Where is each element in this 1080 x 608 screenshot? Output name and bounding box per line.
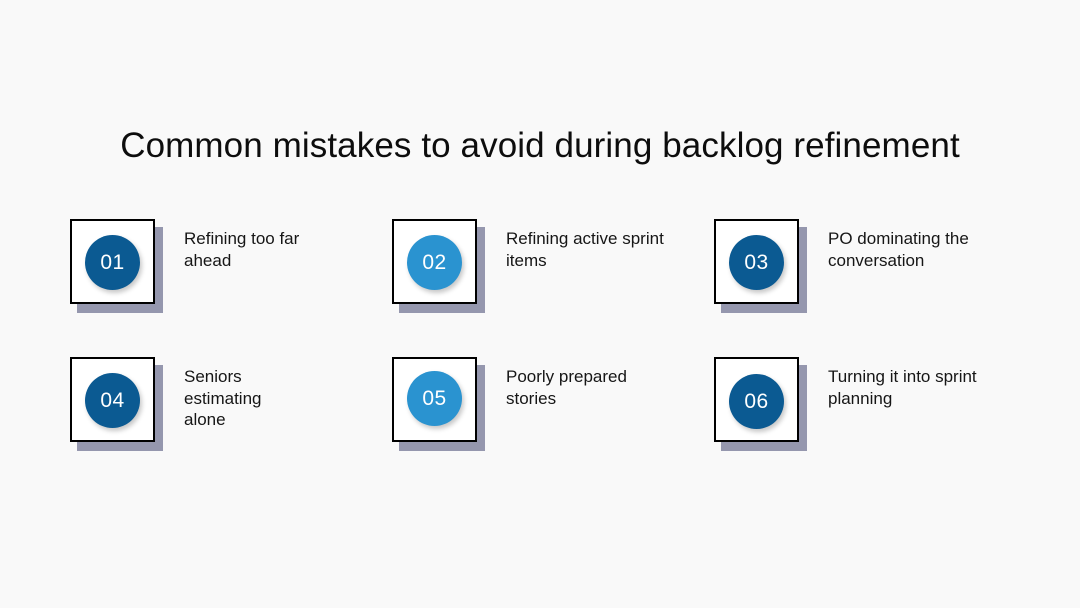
item-label: PO dominating the conversation (828, 229, 969, 270)
number-circle: 06 (729, 374, 784, 429)
number-box: 02 (392, 219, 477, 304)
item-label: Turning it into sprint planning (828, 367, 977, 408)
mistake-item-05: 05 Poorly prepared stories (392, 357, 702, 457)
item-number: 06 (744, 389, 769, 413)
number-badge-box: 02 (392, 219, 486, 313)
item-number: 04 (100, 388, 125, 412)
number-box: 06 (714, 357, 799, 442)
number-circle: 03 (729, 235, 784, 290)
item-label: Refining active sprint items (506, 229, 664, 270)
number-box: 05 (392, 357, 477, 442)
number-box: 03 (714, 219, 799, 304)
item-label: Poorly prepared stories (506, 367, 627, 408)
number-badge-box: 01 (70, 219, 164, 313)
number-circle: 01 (85, 235, 140, 290)
number-circle: 02 (407, 235, 462, 290)
number-badge-box: 06 (714, 357, 808, 451)
number-badge-box: 05 (392, 357, 486, 451)
number-circle: 04 (85, 373, 140, 428)
number-badge-box: 04 (70, 357, 164, 451)
mistake-item-01: 01 Refining too far ahead (70, 219, 380, 319)
item-label: Seniors estimating alone (184, 367, 262, 429)
number-box: 04 (70, 357, 155, 442)
mistake-item-06: 06 Turning it into sprint planning (714, 357, 1024, 457)
page-title: Common mistakes to avoid during backlog … (120, 126, 960, 165)
mistake-item-02: 02 Refining active sprint items (392, 219, 702, 319)
number-badge-box: 03 (714, 219, 808, 313)
number-box: 01 (70, 219, 155, 304)
item-label: Refining too far ahead (184, 229, 300, 270)
item-number: 01 (100, 250, 125, 274)
item-number: 03 (744, 250, 769, 274)
mistake-item-04: 04 Seniors estimating alone (70, 357, 380, 457)
item-number: 02 (422, 250, 447, 274)
mistake-item-03: 03 PO dominating the conversation (714, 219, 1024, 319)
number-circle: 05 (407, 371, 462, 426)
item-number: 05 (422, 386, 447, 410)
